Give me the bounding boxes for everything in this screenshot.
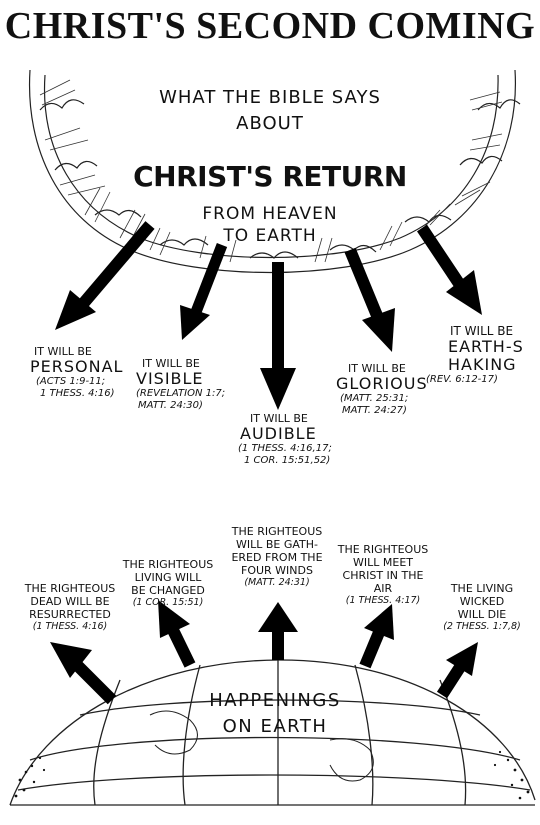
event-line: WILL DIE: [457, 608, 507, 621]
point-pre: IT WILL BE: [450, 324, 514, 338]
point-pre: IT WILL BE: [142, 357, 200, 370]
point-pre: IT WILL BE: [348, 362, 406, 375]
event-line: LIVING WILL: [134, 571, 202, 584]
arrow-visible: [180, 243, 228, 340]
point-ref: (MATT. 25:31;: [340, 393, 409, 404]
point-ref: MATT. 24:27): [342, 405, 407, 416]
event-line: WILL MEET: [353, 556, 413, 569]
point-word: PERSONAL: [30, 357, 124, 376]
arrow-wicked-die: [436, 642, 478, 699]
event-line: THE RIGHTEOUS: [337, 543, 429, 556]
point-ref: (REV. 6:12-17): [426, 374, 498, 385]
event-line: CHRIST IN THE: [342, 569, 424, 582]
subtitle: WHAT THE BIBLE SAYS ABOUT: [130, 85, 410, 137]
arrow-personal: [55, 221, 155, 330]
event-ref: (2 THESS. 1:7,8): [443, 621, 521, 632]
return-arrows: [55, 221, 482, 410]
return-point-glorious: IT WILL BE GLORIOUS (MATT. 25:31; MATT. …: [336, 362, 446, 417]
event-line: WICKED: [459, 595, 505, 608]
return-sub-line: FROM HEAVEN: [202, 204, 338, 224]
point-pre: IT WILL BE: [34, 345, 92, 358]
event-line: DEAD WILL BE: [30, 595, 110, 608]
earth-event-changed: THE RIGHTEOUS LIVING WILL BE CHANGED (1 …: [118, 558, 218, 608]
point-pre: IT WILL BE: [250, 412, 308, 425]
event-line: FOUR WINDS: [241, 564, 313, 577]
event-line: THE RIGHTEOUS: [231, 525, 323, 538]
point-word: VISIBLE: [136, 369, 204, 388]
event-ref: (MATT. 24:31): [244, 577, 310, 588]
return-point-visible: IT WILL BE VISIBLE (REVELATION 1:7; MATT…: [132, 357, 242, 412]
point-word: GLORIOUS: [336, 374, 428, 393]
earth-arrows: [50, 600, 478, 705]
arrow-earth-shaking: [417, 224, 482, 315]
event-line: THE LIVING: [450, 582, 514, 595]
point-ref: 1 COR. 15:51,52): [244, 455, 331, 466]
arrow-glorious: [344, 247, 395, 352]
event-ref: (1 COR. 15:51): [132, 597, 204, 608]
subtitle-line: ABOUT: [236, 113, 304, 134]
happenings-line: ON EARTH: [222, 716, 328, 737]
earth-event-wicked-die: THE LIVING WICKED WILL DIE (2 THESS. 1:7…: [432, 582, 532, 632]
subtitle-line: WHAT THE BIBLE SAYS: [159, 87, 381, 108]
point-ref: 1 THESS. 4:16): [40, 388, 115, 399]
return-point-audible: IT WILL BE AUDIBLE (1 THESS. 4:16,17; 1 …: [234, 412, 354, 467]
arrow-resurrected: [50, 642, 117, 705]
event-line: BE CHANGED: [131, 584, 205, 597]
point-ref: (REVELATION 1:7;: [136, 388, 226, 399]
arrow-changed: [158, 600, 196, 668]
happenings-line: HAPPENINGS: [209, 690, 341, 711]
return-subheading: FROM HEAVEN TO EARTH: [170, 203, 370, 247]
event-line: THE RIGHTEOUS: [122, 558, 214, 571]
event-ref: (1 THESS. 4:17): [345, 595, 421, 606]
return-point-personal: IT WILL BE PERSONAL (ACTS 1:9-11; 1 THES…: [30, 345, 140, 400]
event-line: AIR: [373, 582, 393, 595]
return-point-earth-shaking: IT WILL BE EARTH-SHAKING (REV. 6:12-17): [426, 324, 538, 386]
cloud-hatching: [39, 79, 503, 263]
event-ref: (1 THESS. 4:16): [32, 621, 108, 632]
arrow-audible: [260, 262, 296, 410]
return-heading: CHRIST'S RETURN: [133, 160, 407, 193]
page-title: CHRIST'S SECOND COMING: [4, 5, 536, 47]
point-ref: (1 THESS. 4:16,17;: [238, 443, 332, 454]
event-line: RESURRECTED: [29, 608, 111, 621]
return-sub-line: TO EARTH: [223, 226, 317, 246]
arrow-gathered: [258, 602, 298, 660]
event-line: THE RIGHTEOUS: [24, 582, 116, 595]
point-ref: MATT. 24:30): [138, 400, 203, 411]
point-word: AUDIBLE: [240, 424, 317, 443]
arrow-meet-christ: [359, 604, 394, 669]
earth-event-resurrected: THE RIGHTEOUS DEAD WILL BE RESURRECTED (…: [20, 582, 120, 632]
event-line: WILL BE GATH-: [235, 538, 319, 551]
point-ref: (ACTS 1:9-11;: [36, 376, 106, 387]
earth-event-meet-christ: THE RIGHTEOUS WILL MEET CHRIST IN THE AI…: [330, 543, 436, 606]
happenings-label: HAPPENINGS ON EARTH: [175, 688, 375, 740]
globe-edge-stipple: [14, 750, 530, 800]
event-line: ERED FROM THE: [231, 551, 323, 564]
point-word: EARTH-SHAKING: [448, 337, 524, 374]
earth-event-gathered: THE RIGHTEOUS WILL BE GATH- ERED FROM TH…: [222, 525, 332, 588]
